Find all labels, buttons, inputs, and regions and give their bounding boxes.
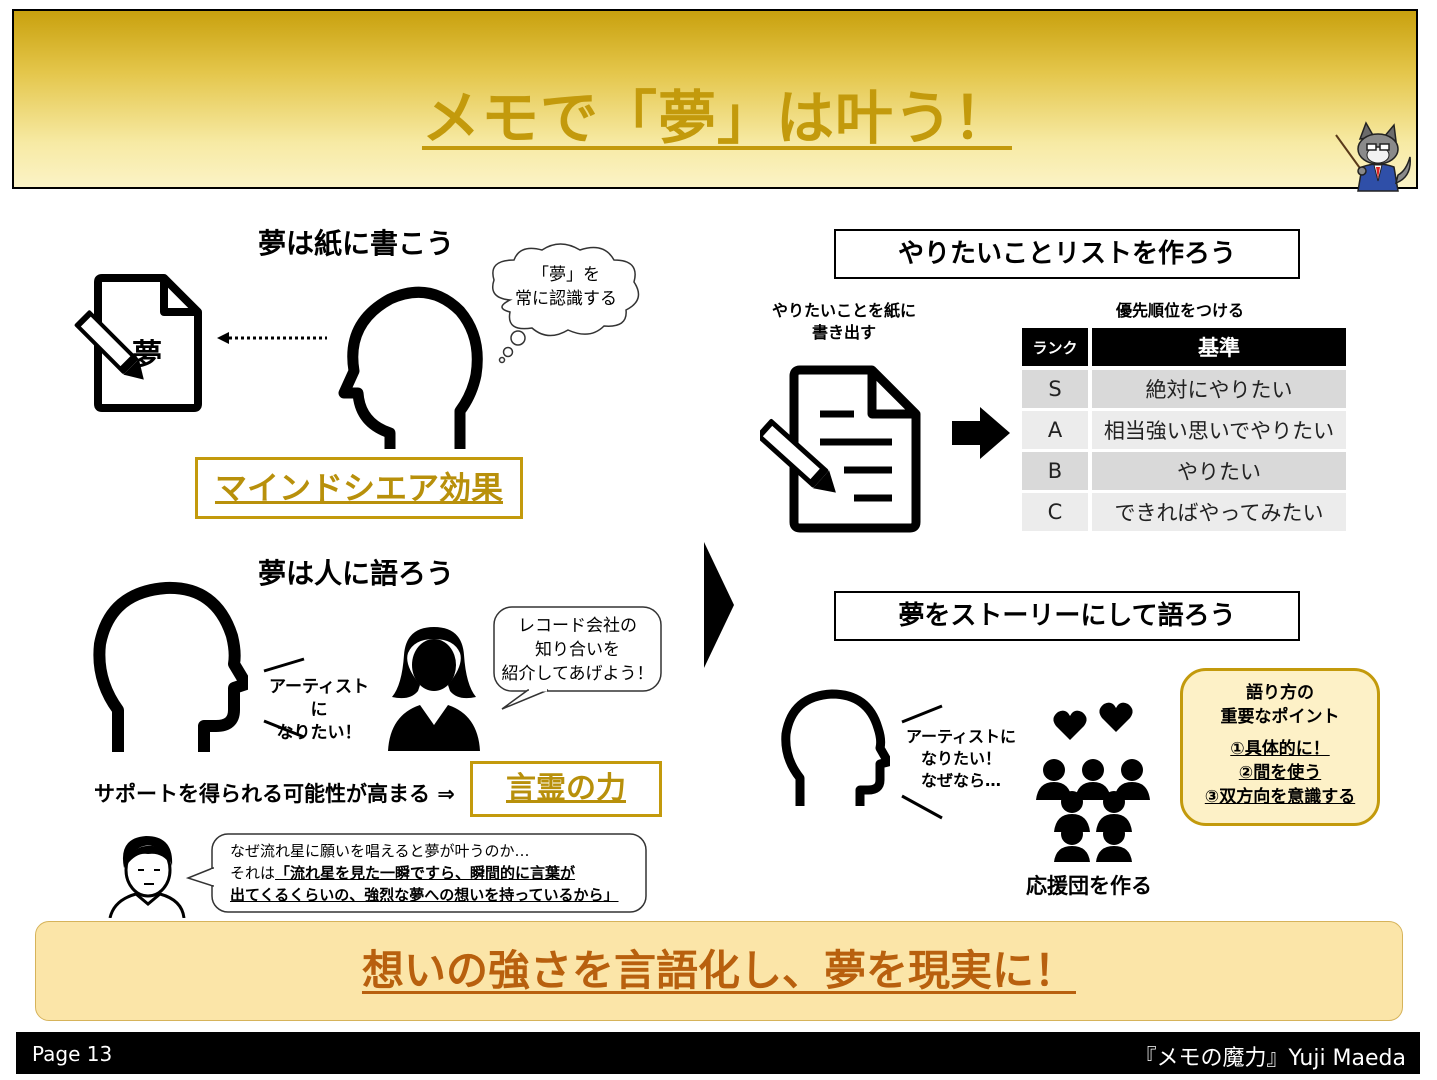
quote-line-2: それは「流れ星を見た一瞬ですら、瞬間的に言葉が	[230, 862, 640, 884]
table-cell-criteria: 相当強い思いでやりたい	[1092, 411, 1346, 449]
document-dream-char: 夢	[132, 338, 162, 373]
table-cell-criteria: できればやってみたい	[1092, 493, 1346, 531]
table-cell-criteria: 絶対にやりたい	[1092, 370, 1346, 408]
woman-icon	[388, 627, 480, 751]
dotted-arrow-icon	[217, 332, 327, 344]
key-points-title-line: 重要なポイント	[1220, 707, 1340, 727]
speech-line: なりたい！	[276, 723, 362, 743]
table-header-rank: ランク	[1022, 328, 1088, 366]
speech-line: アーティストに	[905, 727, 1017, 746]
table-cell-rank: A	[1022, 411, 1088, 449]
document-pencil-icon	[74, 274, 202, 412]
speech-line: なりたい！	[920, 749, 1001, 768]
head-icon	[338, 286, 483, 449]
key-point: ③双方向を意識する	[1204, 787, 1356, 807]
speech-self-text: アーティストに なりたい！	[262, 676, 376, 745]
table-cell-rank: C	[1022, 493, 1088, 531]
speech-line: アーティストに	[269, 677, 369, 720]
thought-bubble-icon	[492, 243, 640, 364]
key-points-title-line: 語り方の	[1246, 683, 1314, 703]
footer-credit: 『メモの魔力』Yuji Maeda	[1134, 1046, 1406, 1071]
priority-table: ランク 基準 S 絶対にやりたい A 相当強い思いでやりたい B やりたい C …	[1022, 328, 1346, 532]
head-icon	[781, 689, 890, 806]
supporters-label: 応援団を作る	[1026, 874, 1152, 898]
write-out-line: 書き出す	[811, 323, 876, 342]
thought-line: 常に認識する	[515, 289, 617, 309]
conclusion-text: 想いの強さを言語化し、夢を現実に！	[361, 946, 1076, 995]
thought-line: 「夢」を	[532, 265, 600, 285]
man-icon	[108, 836, 186, 918]
speech-other-text: レコード会社の 知り合いを 紹介してあげよう！	[494, 614, 661, 686]
key-point: ①具体的に！	[1230, 739, 1330, 759]
priority-label: 優先順位をつける	[1115, 301, 1244, 320]
support-text: サポートを得られる可能性が高まる ⇒	[94, 782, 455, 806]
quote-line-1: なぜ流れ星に願いを唱えると夢が叶うのか…	[230, 842, 530, 860]
head-icon	[93, 581, 248, 752]
heading-story: 夢をストーリーにして語ろう	[834, 591, 1300, 641]
speech-line: 知り合いを	[535, 640, 620, 660]
quote-prefix: それは	[230, 864, 276, 882]
quote-bold-2: 出てくるくらいの、強烈な夢への想いを持っているから」	[230, 886, 619, 904]
key-points-list: ①具体的に！ ②間を使う ③双方向を意識する	[1183, 737, 1377, 809]
heading-todo-list: やりたいことリストを作ろう	[834, 229, 1300, 279]
table-header-criteria: 基準	[1092, 328, 1346, 366]
table-cell-rank: S	[1022, 370, 1088, 408]
word-power-label: 言霊の力	[470, 761, 662, 817]
supporters-group-icon	[1036, 702, 1150, 862]
speech-lines-icon	[901, 704, 943, 820]
key-point: ②間を使う	[1238, 763, 1322, 783]
table-cell-criteria: やりたい	[1092, 452, 1346, 490]
page-number: Page 13	[32, 1042, 113, 1066]
speech-bubble-icon	[493, 606, 662, 710]
page-title: メモで「夢」は叶う！	[421, 84, 1012, 152]
quote-text: なぜ流れ星に願いを唱えると夢が叶うのか… それは「流れ星を見た一瞬ですら、瞬間的…	[230, 840, 640, 906]
heading-write-dreams: 夢は紙に書こう	[258, 227, 455, 260]
story-speech-text: アーティストに なりたい！ なぜなら…	[902, 726, 1020, 792]
speech-lines-icon	[263, 657, 305, 739]
title-banner: メモで「夢」は叶う！	[12, 9, 1418, 192]
heading-tell-dreams: 夢は人に語ろう	[258, 557, 455, 590]
mind-share-effect-label: マインドシエア効果	[195, 457, 523, 519]
list-document-pencil-icon	[760, 365, 921, 533]
speech-line: レコード会社の	[518, 616, 637, 636]
quote-bubble-icon	[186, 833, 647, 913]
footer-bar: Page 13 『メモの魔力』Yuji Maeda	[16, 1032, 1420, 1074]
key-points-box: 語り方の 重要なポイント ①具体的に！ ②間を使う ③双方向を意識する	[1180, 668, 1380, 826]
quote-bold-1: 「流れ星を見た一瞬ですら、瞬間的に言葉が	[275, 864, 576, 882]
thought-text: 「夢」を 常に認識する	[500, 263, 632, 311]
write-out-line: やりたいことを紙に	[771, 301, 916, 320]
key-points-title: 語り方の 重要なポイント	[1183, 681, 1377, 729]
speech-line: 紹介してあげよう！	[501, 664, 654, 684]
table-cell-rank: B	[1022, 452, 1088, 490]
arrow-right-icon	[952, 407, 1010, 459]
speech-line: なぜなら…	[920, 771, 1001, 790]
conclusion-banner: 想いの強さを言語化し、夢を現実に！	[35, 921, 1403, 1021]
write-out-label: やりたいことを紙に 書き出す	[768, 300, 920, 344]
chevron-right-icon	[704, 542, 734, 668]
wolf-mascot-icon	[1335, 121, 1411, 192]
